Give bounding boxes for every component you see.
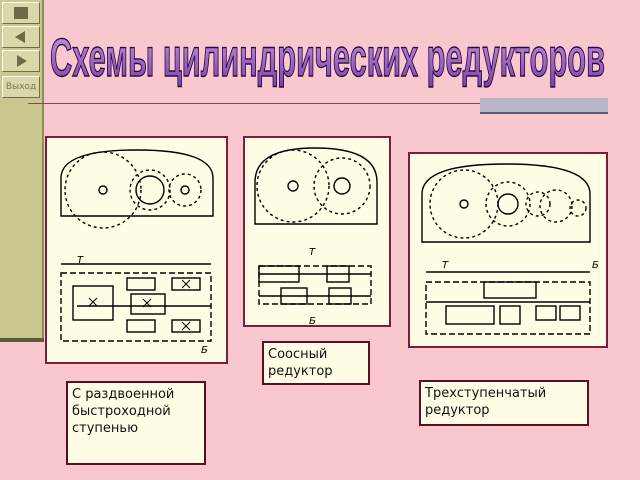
scheme-split-input-label: Т [77,255,84,266]
home-icon [14,7,28,19]
page-title: Схемы цилиндрических редукторов [50,27,606,88]
label-split: С раздвоенной быстроходной ступенью [66,381,206,465]
page-title-text: Схемы цилиндрических редукторов [50,28,605,88]
scheme-three-stage-output-label: Б [592,260,599,271]
label-coaxial: Соосный редуктор [262,341,370,385]
scheme-three-stage: Т Б [408,152,608,348]
arrow-left-icon [15,31,25,43]
scheme-split-drawing: Т Б [60,149,214,356]
scheme-coaxial-drawing: Т Б [254,147,378,325]
exit-label: Выход [5,82,37,92]
scheme-three-stage-input-label: Т [442,260,449,271]
scheme-three-stage-drawing: Т Б [421,163,599,335]
title-accent-bar [480,98,608,114]
home-button[interactable] [2,2,40,24]
arrow-right-icon [17,55,27,67]
scheme-coaxial-input-label: Т [309,247,316,258]
scheme-split: Т Б [45,136,228,364]
scheme-coaxial-output-label: Б [309,316,316,325]
label-three-stage: Трехступенчатый редуктор [419,380,589,426]
exit-button[interactable]: Выход [2,76,40,98]
scheme-split-output-label: Б [201,345,208,356]
back-button[interactable] [2,26,40,48]
forward-button[interactable] [2,50,40,72]
title-underline [28,103,608,104]
scheme-coaxial: Т Б [243,136,391,327]
sidebar-divider [0,338,44,342]
